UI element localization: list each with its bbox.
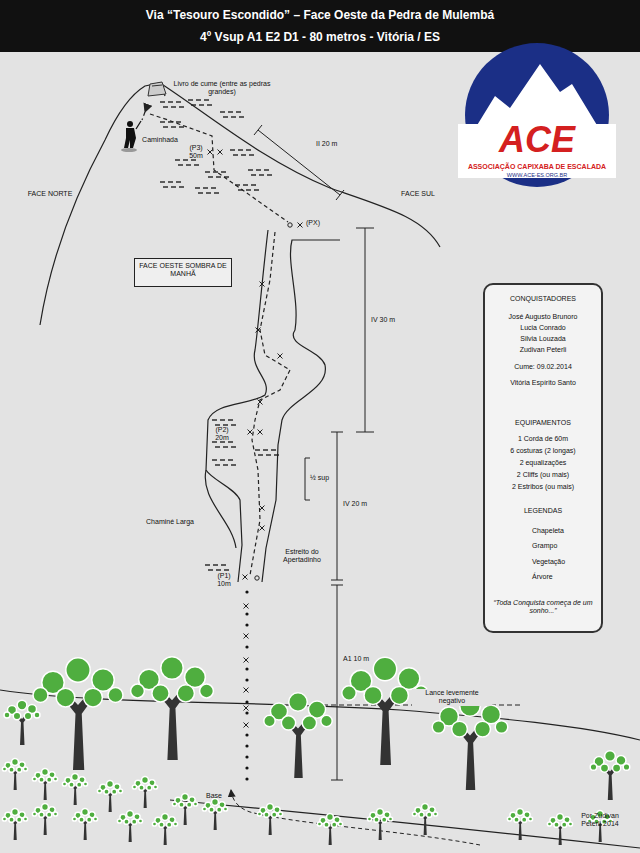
face-label: FACE NORTE <box>28 190 73 198</box>
legend-text: Grampo <box>532 542 557 550</box>
logo-url: WWW.ACE-ES.ORG.BR <box>507 172 568 179</box>
belay-label: (P2) 20m <box>210 426 234 443</box>
panel-text: Vitória Espírito Santo <box>489 379 597 387</box>
belay-label: (P3) 50m <box>184 144 208 161</box>
pitch-brackets <box>231 125 520 845</box>
trees <box>2 657 629 845</box>
summit-note: Livro de cume (entre as pedras grandes) <box>172 80 272 97</box>
pitch-grade: A1 10 m <box>341 655 371 663</box>
author-credit: Por Zudivan Peterli 2014 <box>572 812 628 829</box>
panel-text: Cume: 09.02.2014 <box>489 363 597 371</box>
panel-text: Zudivan Peterli <box>489 346 597 354</box>
section-heading: CONQUISTADORES <box>489 295 597 303</box>
legend-text: Árvore <box>532 573 553 581</box>
panel-text: 2 Estribos (ou mais) <box>489 483 597 491</box>
pitch-grade: II 20 m <box>314 140 339 148</box>
callout-note: Lance levemente negativo <box>412 689 492 706</box>
hiker-icon <box>121 121 141 152</box>
panel-text: Silvia Louzada <box>489 335 597 343</box>
vegetation <box>160 100 279 570</box>
panel-text: Lucia Conrado <box>489 324 597 332</box>
club-logo <box>458 43 616 187</box>
climbing-route <box>142 112 290 575</box>
face-label: FACE SUL <box>401 190 435 198</box>
panel-text: 2 equalizações <box>489 459 597 467</box>
legend-text: Chapeleta <box>532 527 564 535</box>
section-heading: LEGENDAS <box>489 507 597 515</box>
logo-text: ASSOCIAÇÃO CAPIXABA DE ESCALADA <box>468 163 606 171</box>
panel-text: José Augusto Brunoro <box>489 313 597 321</box>
bolt-line <box>208 150 303 781</box>
diagram-title: Via “Tesouro Escondido” – Face Oeste da … <box>146 8 494 22</box>
legend-text: Vegetação <box>532 558 565 566</box>
feature-label: Chaminé Larga <box>146 518 194 526</box>
quote-text: “Toda Conquista começa de um sonho...” <box>493 599 593 616</box>
summit-stones <box>148 82 166 96</box>
info-panel: CONQUISTADORES José Augusto BrunoroLucia … <box>483 283 603 633</box>
subtitle: 4º Vsup A1 E2 D1 - 80 metros - Vitória /… <box>200 30 440 44</box>
info-box: FACE OESTE SOMBRA DE MANHÃ <box>134 258 232 287</box>
box-text: FACE OESTE SOMBRA DE MANHÃ <box>139 262 227 279</box>
section-heading: EQUIPAMENTOS <box>489 419 597 427</box>
panel-text: 2 Cliffs (ou mais) <box>489 471 597 479</box>
logo-text: ACE <box>499 122 575 158</box>
panel-text: 6 costuras (2 longas) <box>489 447 597 455</box>
pitch-grade: IV 30 m <box>369 316 397 324</box>
belay-label: (P1) 10m <box>212 572 236 589</box>
walk-label: Caminhada <box>142 136 178 144</box>
ground-line <box>0 690 640 848</box>
pitch-grade: IV 20 m <box>341 500 369 508</box>
rock-outline <box>40 83 440 582</box>
base-label: Base <box>206 792 222 800</box>
feature-label: Estreito do Apertadinho <box>277 548 327 565</box>
panel-text: 1 Corda de 60m <box>489 435 597 443</box>
belay-label: (PX) <box>306 219 320 227</box>
pitch-grade: ½ sup <box>310 474 329 482</box>
